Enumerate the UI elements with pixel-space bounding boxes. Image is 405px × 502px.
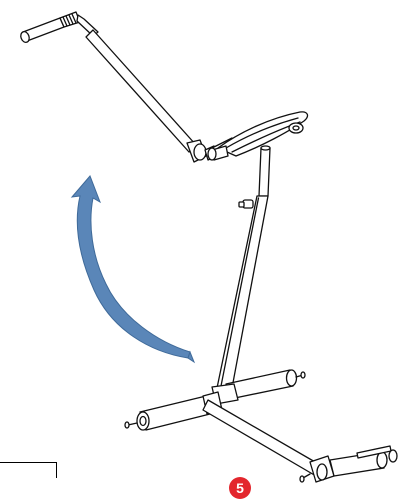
base-frame [124,369,398,483]
rotation-arrow-icon [70,175,196,364]
callout-line [0,462,57,478]
vertical-post [216,145,271,389]
seat-bracket [207,111,309,161]
handle-arm [20,11,236,163]
step-number-badge: 5 [229,477,251,499]
